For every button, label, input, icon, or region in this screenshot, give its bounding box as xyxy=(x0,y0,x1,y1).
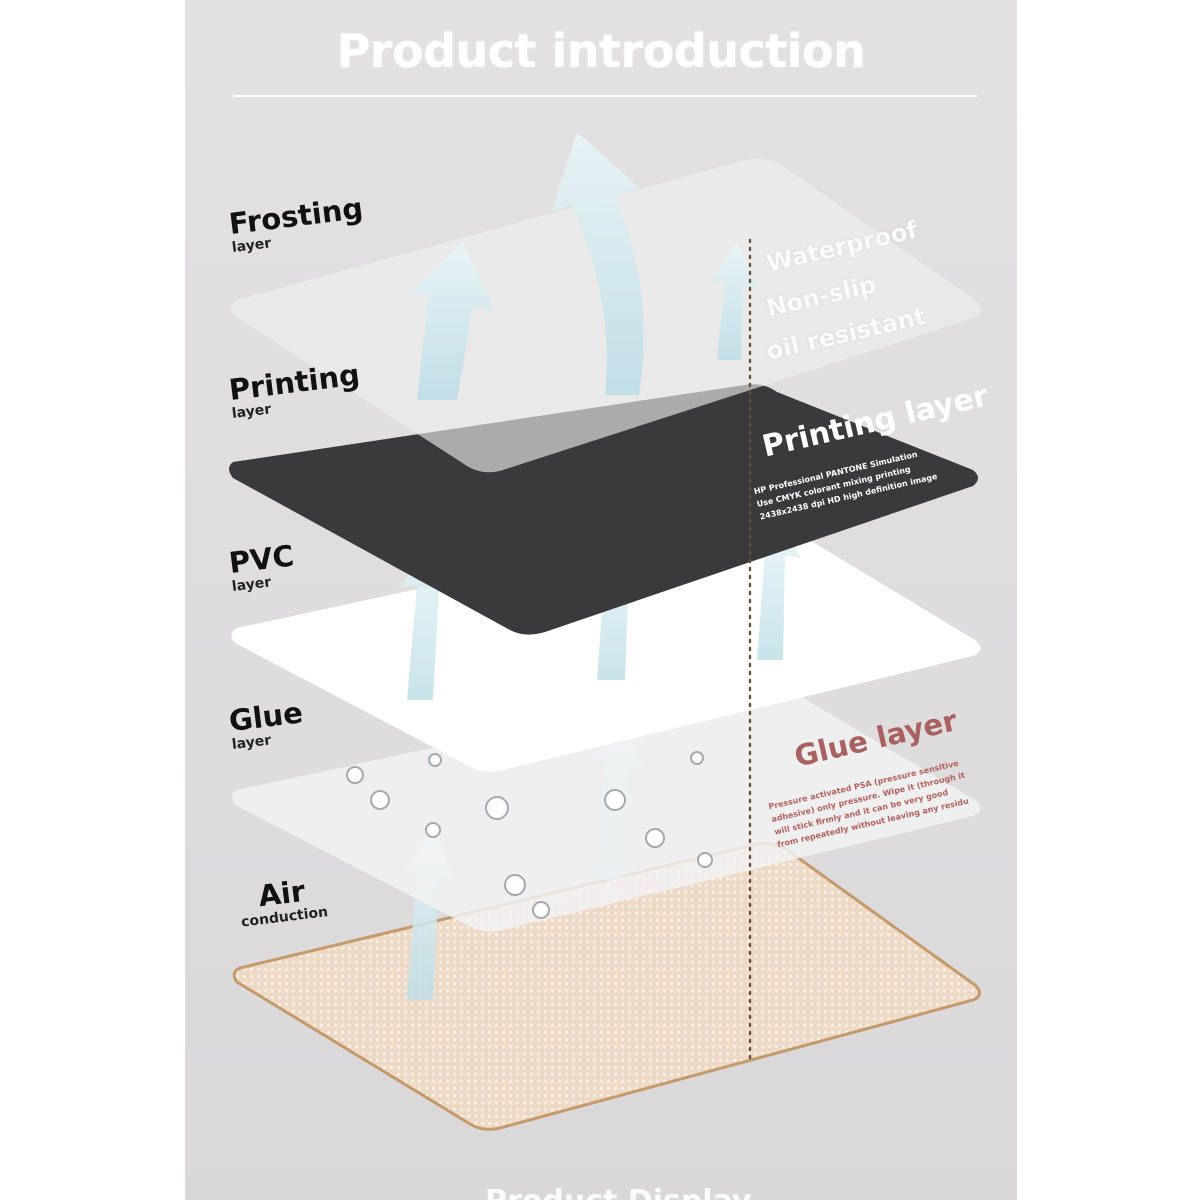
label-pvc-layer: PVC layer xyxy=(227,538,297,595)
layer-name: PVC xyxy=(227,538,296,581)
arrow-top-left xyxy=(407,242,495,400)
footer-heading: Product Display xyxy=(485,1184,751,1200)
product-panel: Product introduction xyxy=(185,0,1017,1200)
title-divider xyxy=(233,95,977,97)
layer-diagram xyxy=(229,132,981,1131)
arrow-top-center xyxy=(551,132,644,395)
glue-droplets xyxy=(346,751,713,919)
arrow-top-right xyxy=(709,242,759,360)
label-glue-layer: Glue layer xyxy=(227,695,306,753)
page-title: Product introduction xyxy=(336,24,866,78)
printing-plate xyxy=(229,384,978,635)
